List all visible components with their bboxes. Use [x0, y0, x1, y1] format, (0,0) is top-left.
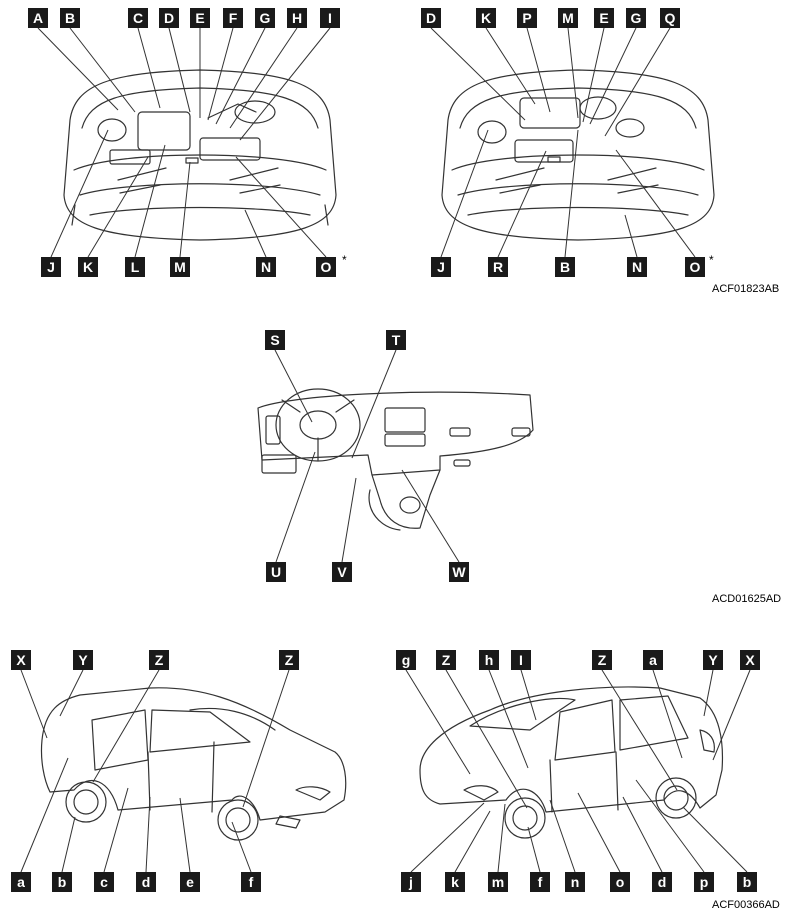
callout-l: L: [125, 257, 145, 277]
callout-n: N: [256, 257, 276, 277]
engine-bay-right-illustration: [441, 69, 715, 241]
callout-q: Q: [660, 8, 680, 28]
callout-x: X: [740, 650, 760, 670]
callout-b: B: [555, 257, 575, 277]
callout-j-lower: j: [401, 872, 421, 892]
callout-n-lower: n: [565, 872, 585, 892]
callout-e: E: [190, 8, 210, 28]
callout-c-lower: c: [94, 872, 114, 892]
figure-code: ACD01625AD: [712, 593, 782, 605]
callout-o: O: [685, 257, 705, 277]
callout-f: F: [223, 8, 243, 28]
callout-f-lower: f: [241, 872, 261, 892]
callout-i: I: [511, 650, 531, 670]
callout-z: Z: [149, 650, 169, 670]
callout-z: Z: [436, 650, 456, 670]
callout-o: O: [316, 257, 336, 277]
callout-e: E: [594, 8, 614, 28]
callout-g: G: [626, 8, 646, 28]
callout-y: Y: [703, 650, 723, 670]
callout-d: D: [159, 8, 179, 28]
vehicle-left-illustration: [40, 687, 347, 841]
callout-u: U: [266, 562, 286, 582]
callout-z: Z: [279, 650, 299, 670]
callout-k: K: [78, 257, 98, 277]
callout-j: J: [41, 257, 61, 277]
callout-d-lower: d: [136, 872, 156, 892]
callout-z: Z: [592, 650, 612, 670]
callout-a-lower: a: [11, 872, 31, 892]
footnote-mark: *: [342, 253, 347, 267]
callout-d: D: [421, 8, 441, 28]
callout-g: G: [255, 8, 275, 28]
callout-v: V: [332, 562, 352, 582]
callout-c: C: [128, 8, 148, 28]
callout-m: M: [170, 257, 190, 277]
callout-x: X: [11, 650, 31, 670]
callout-s: S: [265, 330, 285, 350]
callout-b-lower: b: [737, 872, 757, 892]
callout-a: A: [28, 8, 48, 28]
callout-k: K: [476, 8, 496, 28]
callout-a-lower: a: [643, 650, 663, 670]
callout-y: Y: [73, 650, 93, 670]
callout-o-lower: o: [610, 872, 630, 892]
footnote-mark: *: [709, 253, 714, 267]
callout-h: H: [287, 8, 307, 28]
callout-w: W: [449, 562, 469, 582]
callout-p: P: [517, 8, 537, 28]
figure-code: ACF01823AB: [712, 283, 780, 295]
callout-j: J: [431, 257, 451, 277]
figure-code: ACF00366AD: [712, 899, 780, 911]
callout-i: I: [320, 8, 340, 28]
callout-b-lower: b: [52, 872, 72, 892]
callout-e-lower: e: [180, 872, 200, 892]
dashboard-illustration: [257, 388, 534, 531]
engine-bay-left-illustration: [63, 69, 337, 241]
callout-h-lower: h: [479, 650, 499, 670]
leader-lines: [20, 27, 751, 873]
callout-m: M: [558, 8, 578, 28]
callout-b: B: [60, 8, 80, 28]
callout-m-lower: m: [488, 872, 508, 892]
callout-k-lower: k: [445, 872, 465, 892]
callout-d-lower: d: [652, 872, 672, 892]
callout-r: R: [488, 257, 508, 277]
callout-p-lower: p: [694, 872, 714, 892]
vehicle-right-illustration: [419, 686, 724, 839]
callout-n: N: [627, 257, 647, 277]
callout-f-lower: f: [530, 872, 550, 892]
callout-t: T: [386, 330, 406, 350]
callout-g-lower: g: [396, 650, 416, 670]
